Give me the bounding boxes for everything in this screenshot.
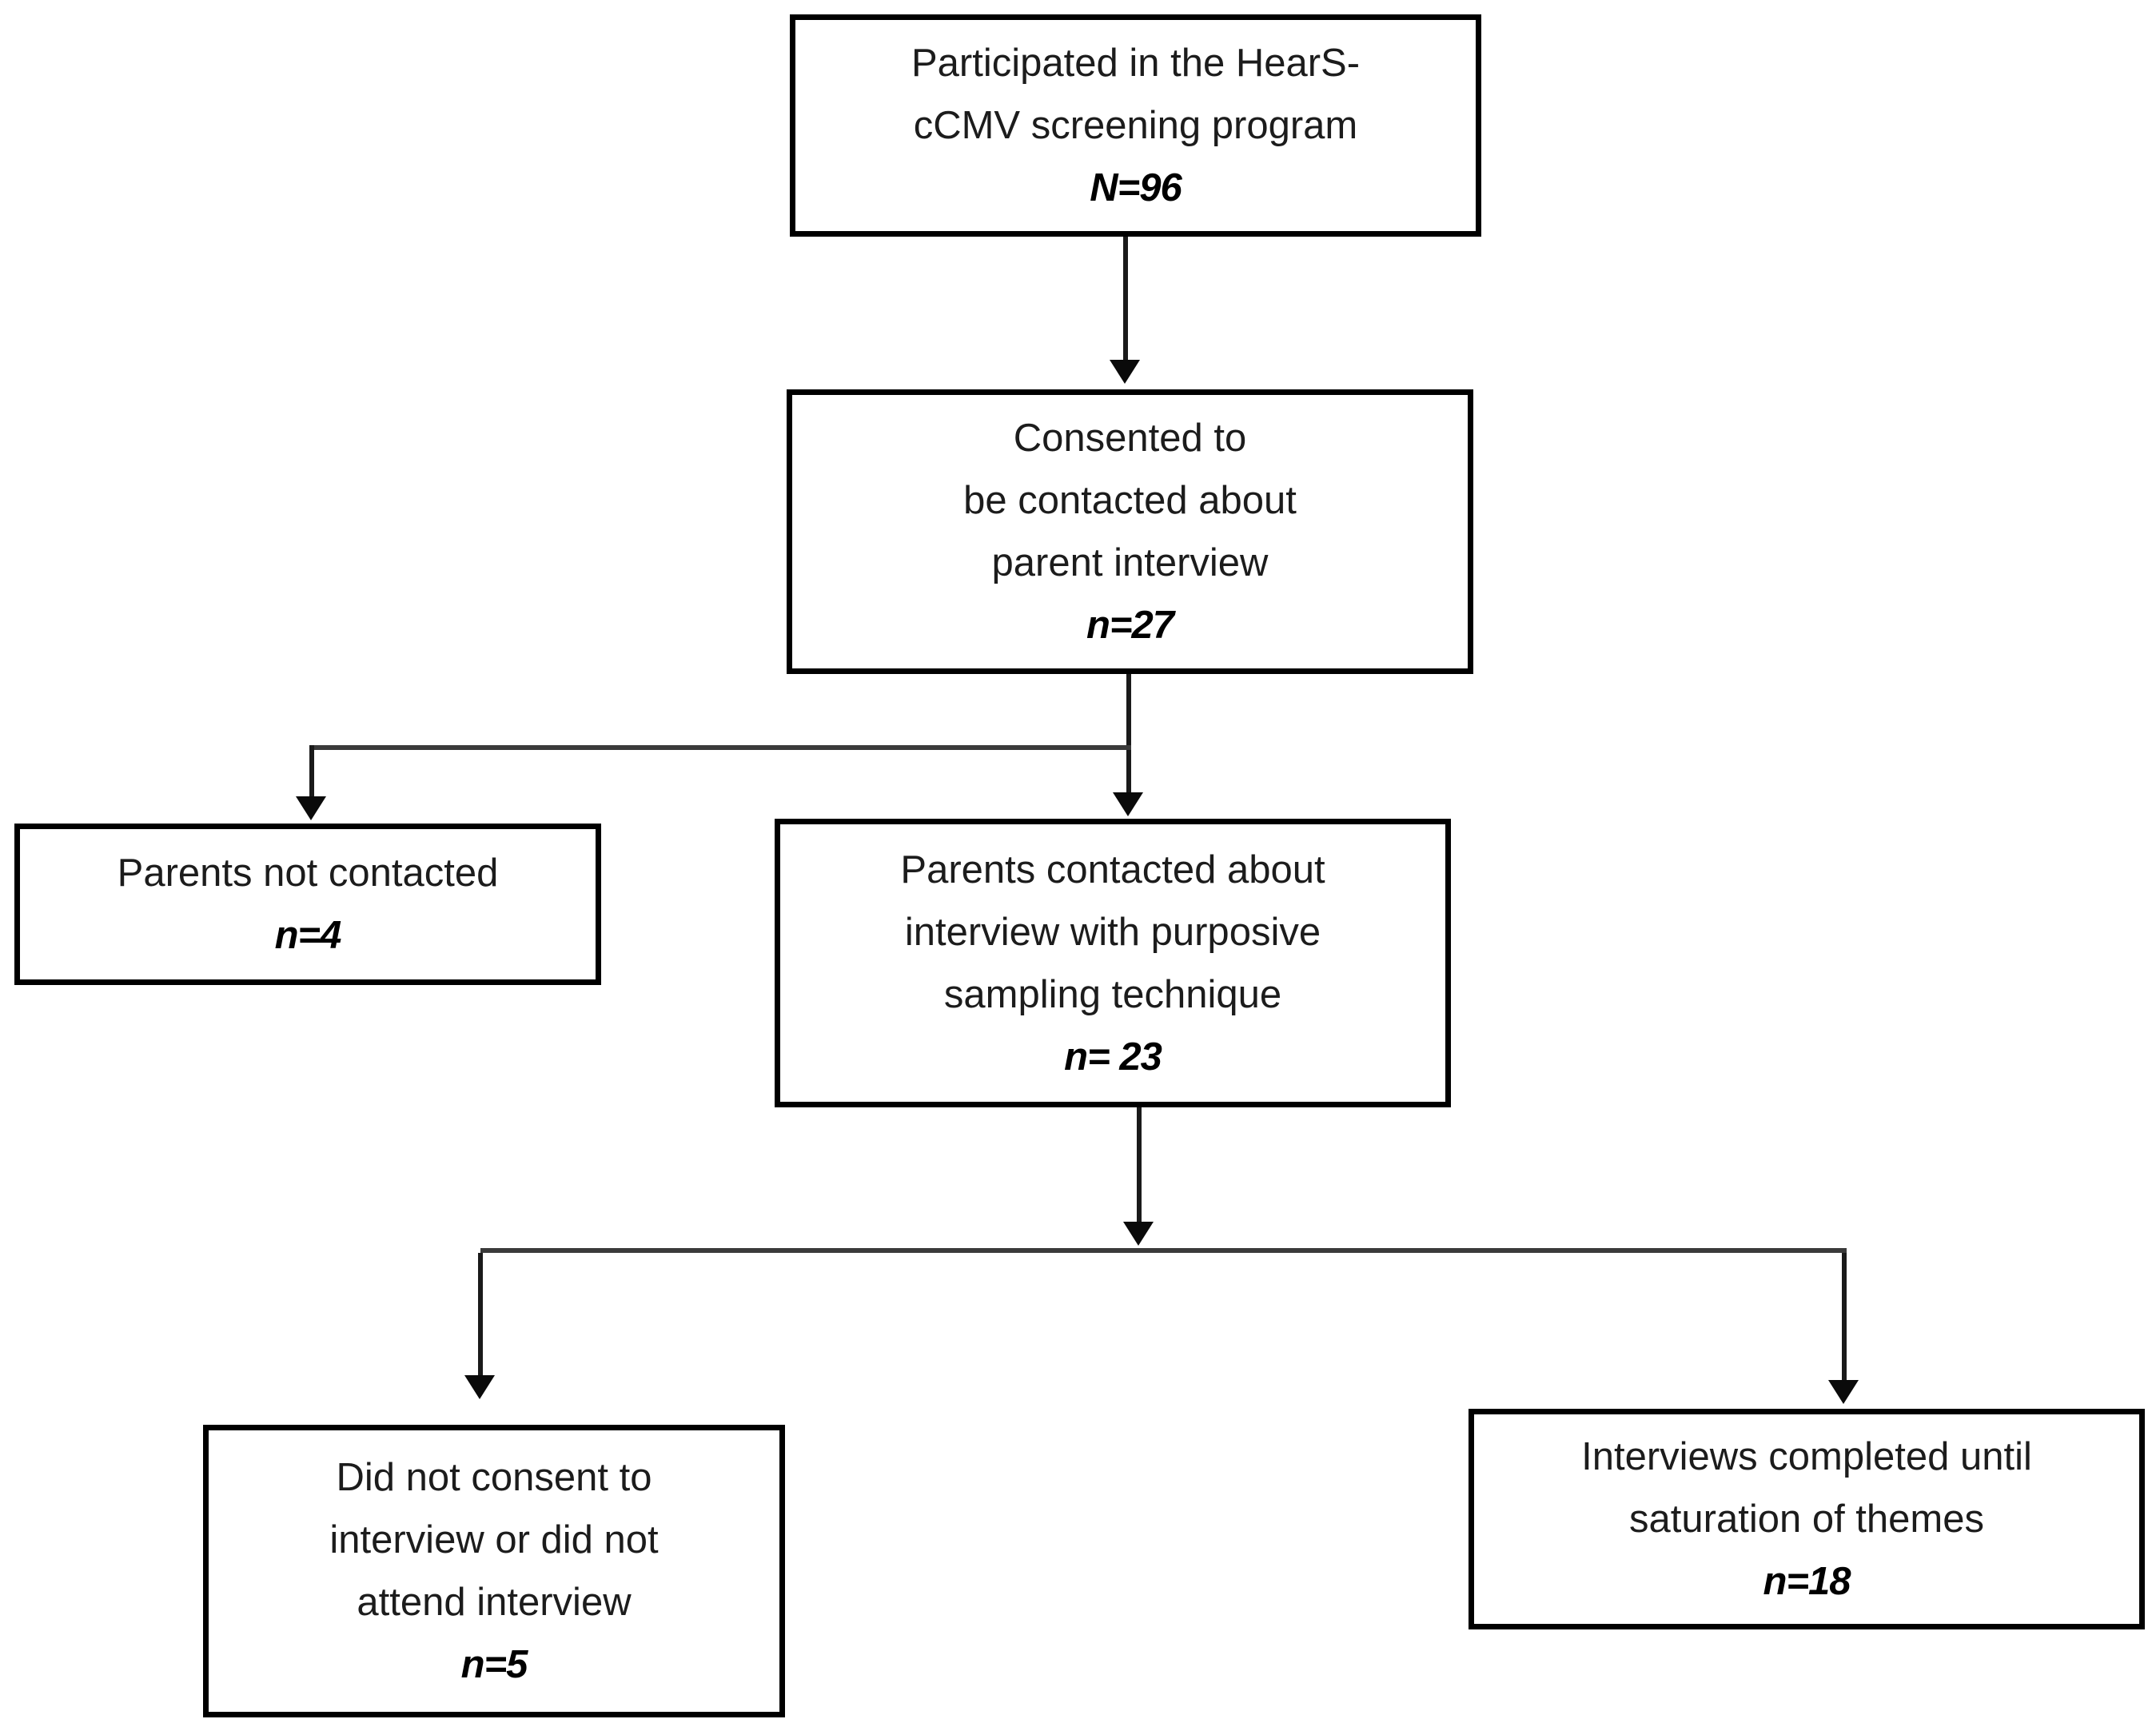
node-not-consented-text-line3: attend interview — [357, 1581, 632, 1624]
node-screening: Participated in the HearS- cCMV screenin… — [790, 14, 1481, 237]
split1-horizontal-line — [310, 745, 1131, 750]
node-contacted-text-line2: interview with purposive — [904, 910, 1321, 954]
node-consented-text-line1: Consented to — [1013, 417, 1247, 460]
node-not-contacted-text-line1: Parents not contacted — [117, 852, 499, 895]
edge-consented-contacted-line — [1126, 674, 1131, 794]
node-consented: Consented to be contacted about parent i… — [787, 389, 1473, 674]
node-completed-count: n=18 — [1763, 1560, 1851, 1603]
edge-screening-consented-arrowhead — [1110, 360, 1140, 384]
edge-contacted-split-line — [1137, 1107, 1142, 1225]
edge-split-notconsented-line — [478, 1253, 483, 1375]
node-not-consented-text-line1: Did not consent to — [336, 1456, 652, 1499]
edge-consented-notcontacted-line — [309, 745, 314, 798]
edge-screening-consented-line — [1123, 237, 1128, 363]
node-contacted-text-line1: Parents contacted about — [900, 848, 1325, 891]
node-contacted: Parents contacted about interview with p… — [775, 819, 1451, 1107]
node-consented-count: n=27 — [1086, 604, 1174, 647]
node-not-consented: Did not consent to interview or did not … — [203, 1425, 785, 1717]
split2-horizontal-line — [480, 1248, 1847, 1253]
edge-split-completed-arrowhead — [1828, 1380, 1859, 1404]
node-consented-text-line2: be contacted about — [963, 479, 1297, 522]
node-not-contacted-count: n=4 — [274, 914, 342, 957]
edge-contacted-split-arrowhead — [1123, 1222, 1154, 1246]
node-contacted-count: n= 23 — [1064, 1035, 1162, 1079]
node-not-contacted: Parents not contacted n=4 — [14, 824, 601, 985]
edge-split-completed-line — [1842, 1253, 1847, 1380]
node-not-consented-count: n=5 — [460, 1643, 528, 1686]
edge-split-notconsented-arrowhead — [464, 1375, 495, 1399]
node-consented-text-line3: parent interview — [991, 541, 1269, 584]
node-screening-text-line2: cCMV screening program — [913, 104, 1358, 147]
node-screening-text-line1: Participated in the HearS- — [911, 42, 1361, 85]
edge-consented-notcontacted-arrowhead — [296, 796, 326, 820]
node-completed-text-line1: Interviews completed until — [1581, 1435, 2032, 1478]
node-completed: Interviews completed until saturation of… — [1469, 1409, 2145, 1629]
node-contacted-text-line3: sampling technique — [943, 972, 1282, 1016]
node-screening-count: N=96 — [1090, 166, 1182, 209]
edge-consented-contacted-arrowhead — [1113, 792, 1143, 816]
node-not-consented-text-line2: interview or did not — [329, 1518, 659, 1561]
node-completed-text-line2: saturation of themes — [1629, 1498, 1984, 1541]
